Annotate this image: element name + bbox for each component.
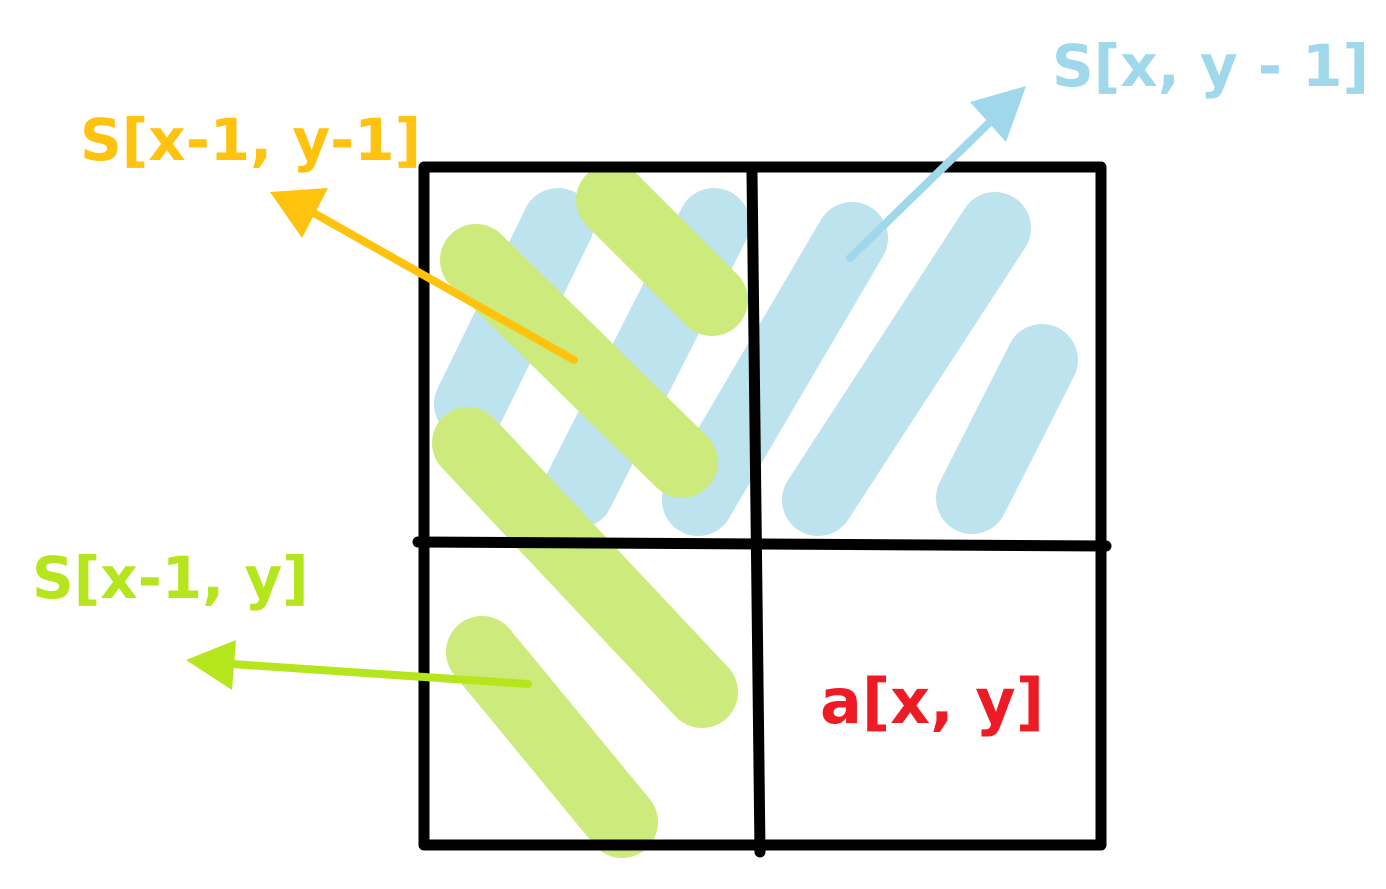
label-s-x-y-minus-1: S[x, y - 1] <box>1052 32 1369 100</box>
grid-2x2 <box>412 161 1112 858</box>
grid-horizontal-divider <box>412 536 1112 552</box>
label-s-x-minus-1-y: S[x-1, y] <box>32 544 309 612</box>
label-a-x-y: a[x, y] <box>820 665 1044 738</box>
arrow-s-x-y-minus-1 <box>846 86 1026 262</box>
arrow-s-x-minus-1-y <box>186 640 532 690</box>
label-s-x-minus-1-y-minus-1: S[x-1, y-1] <box>80 106 421 174</box>
grid-vertical-divider <box>746 166 766 858</box>
arrow-s-x-minus-1-y-minus-1 <box>270 188 578 364</box>
grid-outer-border <box>418 161 1107 851</box>
